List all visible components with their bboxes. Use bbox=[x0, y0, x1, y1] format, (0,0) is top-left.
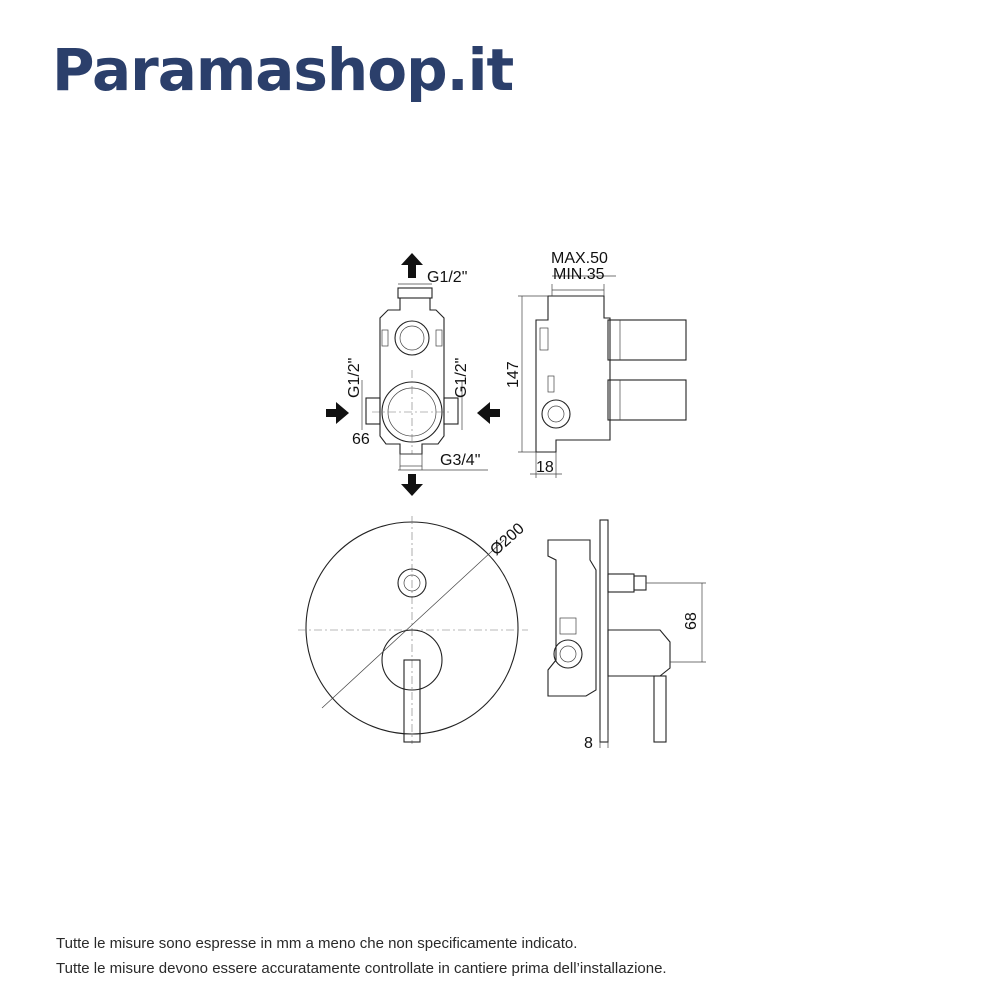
handle-dimension-label: 68 bbox=[683, 612, 700, 630]
offset-dimension-label: 18 bbox=[536, 459, 554, 476]
outlet-bottom-label: G3/4" bbox=[440, 452, 480, 469]
arrow-up-icon bbox=[401, 253, 423, 278]
inlet-left-label: G1/2" bbox=[346, 358, 363, 398]
brand-logo[interactable]: Paramashop.it bbox=[52, 36, 514, 104]
arrow-left-icon bbox=[477, 402, 500, 424]
top-view: G1/2" G1/2" G1/2" 66 G3/4" bbox=[326, 253, 500, 496]
footer-note-1: Tutte le misure sono espresse in mm a me… bbox=[56, 935, 578, 952]
spacing-dimension-label: 66 bbox=[352, 431, 370, 448]
profile-view: 68 8 bbox=[547, 519, 706, 752]
max-depth-label: MAX.50 bbox=[551, 250, 608, 267]
diameter-dimension-label: Ø200 bbox=[487, 520, 528, 559]
arrow-down-icon bbox=[401, 474, 423, 496]
plate-dimension-label: 8 bbox=[584, 735, 593, 752]
footer-note-2: Tutte le misure devono essere accuratame… bbox=[56, 960, 667, 977]
arrow-right-icon bbox=[326, 402, 349, 424]
height-dimension-label: 147 bbox=[505, 361, 522, 388]
min-depth-label: MIN.35 bbox=[553, 266, 605, 283]
side-view: MAX.50 MIN.35 147 18 bbox=[505, 250, 687, 478]
front-view: Ø200 bbox=[298, 516, 528, 744]
outlet-top-label: G1/2" bbox=[427, 269, 467, 286]
inlet-right-label: G1/2" bbox=[453, 358, 470, 398]
